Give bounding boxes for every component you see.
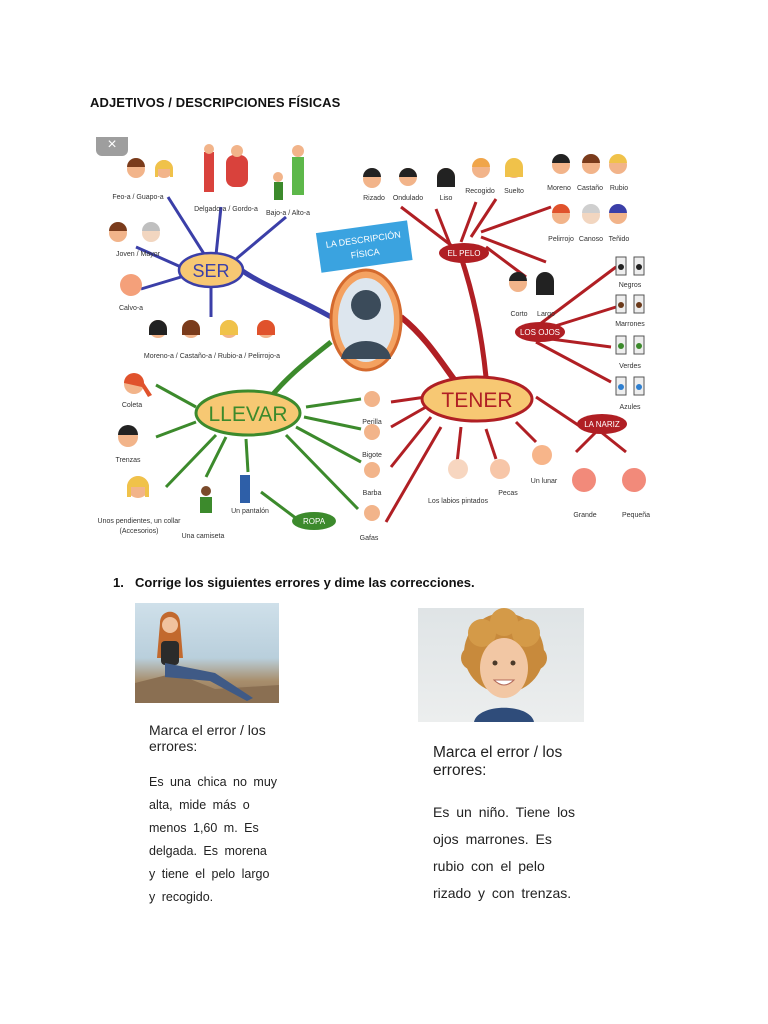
label-pantalon: Un pantalón bbox=[231, 508, 269, 515]
label-feo-guapo: Feo-a / Guapo-a bbox=[112, 194, 163, 201]
boy-illustration bbox=[461, 608, 547, 722]
label-grande: Grande bbox=[573, 512, 596, 519]
label-calvo: Calvo-a bbox=[119, 305, 143, 312]
bubble-tener: TENER bbox=[420, 375, 534, 423]
photo-girl bbox=[135, 603, 279, 703]
label-corto: Corto bbox=[510, 311, 527, 318]
eye-icons bbox=[615, 256, 645, 396]
label-negros: Negros bbox=[619, 282, 642, 289]
bubble-nariz: LA NARIZ bbox=[577, 414, 627, 434]
label-pelirrojo: Pelirrojo bbox=[548, 236, 574, 243]
page-title: ADJETIVOS / DESCRIPCIONES FÍSICAS bbox=[90, 95, 341, 110]
card-1-text[interactable]: Es una chica no muy alta, mide más o men… bbox=[149, 775, 278, 904]
bubble-ser-label: SER bbox=[192, 261, 229, 281]
label-bajo-alto: Bajo-a / Alto-a bbox=[266, 210, 310, 217]
label-castano: Castaño bbox=[577, 185, 603, 192]
label-azules: Azules bbox=[619, 404, 641, 411]
pelo-labels: Rizado Ondulado Liso Recogido Suelto Mor… bbox=[363, 185, 629, 318]
ser-labels: Feo-a / Guapo-a Delgado-a / Gordo-a Bajo… bbox=[112, 194, 310, 360]
label-moreno-castano: Moreno-a / Castaño-a / Rubio-a / Pelirro… bbox=[144, 353, 280, 360]
label-marrones: Marrones bbox=[615, 321, 645, 328]
label-barba: Barba bbox=[363, 490, 382, 497]
label-bigote: Bigote bbox=[362, 452, 382, 459]
label-recogido: Recogido bbox=[465, 188, 495, 195]
bubble-tener-label: TENER bbox=[441, 389, 512, 412]
close-button[interactable]: × bbox=[96, 137, 128, 156]
label-pequena: Pequeña bbox=[622, 512, 650, 519]
label-pecas: Pecas bbox=[498, 490, 518, 497]
bubble-ropa-label: ROPA bbox=[303, 517, 326, 526]
label-pendientes: Unos pendientes, un collar bbox=[98, 518, 182, 525]
label-canoso: Canoso bbox=[579, 236, 603, 243]
exercise-card-2: Marca el error / los errores: Es un niño… bbox=[433, 744, 583, 907]
label-delgado-gordo: Delgado-a / Gordo-a bbox=[194, 206, 258, 213]
label-tenido: Teñido bbox=[609, 236, 630, 243]
exercise-card-1: Marca el error / los errores: Es una chi… bbox=[149, 722, 279, 909]
label-rizado: Rizado bbox=[363, 195, 385, 202]
center-title-line-2: FÍSICA bbox=[350, 247, 380, 261]
bubble-pelo: EL PELO bbox=[439, 243, 489, 263]
nariz-labels: Grande Pequeña bbox=[573, 512, 650, 519]
label-coleta: Coleta bbox=[122, 402, 142, 409]
center-title-card: LA DESCRIPCIÓN FÍSICA bbox=[315, 220, 413, 273]
bubble-ojos-label: LOS OJOS bbox=[520, 328, 560, 337]
bubble-llevar-label: LLEVAR bbox=[209, 403, 288, 426]
label-perilla: Perilla bbox=[362, 419, 382, 426]
ser-connectors bbox=[135, 196, 333, 320]
exercise-number: 1. bbox=[113, 575, 124, 590]
label-verdes: Verdes bbox=[619, 363, 641, 370]
tener-labels: Perilla Bigote Barba Gafas Los labios pi… bbox=[360, 419, 558, 542]
label-ondulado: Ondulado bbox=[393, 195, 423, 202]
center-portrait bbox=[329, 268, 403, 372]
label-gafas: Gafas bbox=[360, 535, 379, 542]
card-2-text[interactable]: Es un niño. Tiene los ojos marrones. Es … bbox=[433, 804, 575, 901]
llevar-labels: Coleta Trenzas Unos pendientes, un colla… bbox=[98, 402, 269, 540]
label-camiseta: Una camiseta bbox=[182, 533, 225, 540]
label-liso: Liso bbox=[440, 195, 453, 202]
label-largo: Largo bbox=[537, 311, 555, 318]
card-1-title: Marca el error / los errores: bbox=[149, 722, 266, 754]
bubble-ropa: ROPA bbox=[292, 512, 336, 530]
label-moreno: Moreno bbox=[547, 185, 571, 192]
label-suelto: Suelto bbox=[504, 188, 524, 195]
bubble-ser: SER bbox=[177, 251, 245, 289]
bubble-pelo-label: EL PELO bbox=[447, 249, 480, 258]
ojos-labels: Negros Marrones Verdes Azules bbox=[615, 282, 645, 411]
illustration-faces bbox=[109, 144, 646, 521]
bubble-nariz-label: LA NARIZ bbox=[584, 420, 620, 429]
bubble-ojos: LOS OJOS bbox=[515, 322, 565, 342]
exercise-instruction: 1. Corrige los siguientes errores y dime … bbox=[113, 575, 475, 590]
exercise-instruction-text: Corrige los siguientes errores y dime la… bbox=[135, 575, 475, 590]
label-joven-mayor: Joven / Mayor bbox=[116, 251, 161, 258]
mind-map: LA DESCRIPCIÓN FÍSICA SER LLEVAR TENER E… bbox=[96, 137, 662, 549]
girl-illustration bbox=[135, 611, 279, 703]
label-labios: Los labios pintados bbox=[428, 498, 488, 505]
tener-connectors bbox=[384, 198, 627, 523]
photo-boy bbox=[418, 608, 584, 722]
label-trenzas: Trenzas bbox=[115, 457, 141, 464]
card-2-title: Marca el error / los errores: bbox=[433, 744, 563, 779]
label-lunar: Un lunar bbox=[531, 478, 558, 485]
bubble-llevar: LLEVAR bbox=[194, 389, 302, 437]
label-accesorios: (Accesorios) bbox=[120, 528, 159, 535]
label-rubio: Rubio bbox=[610, 185, 628, 192]
